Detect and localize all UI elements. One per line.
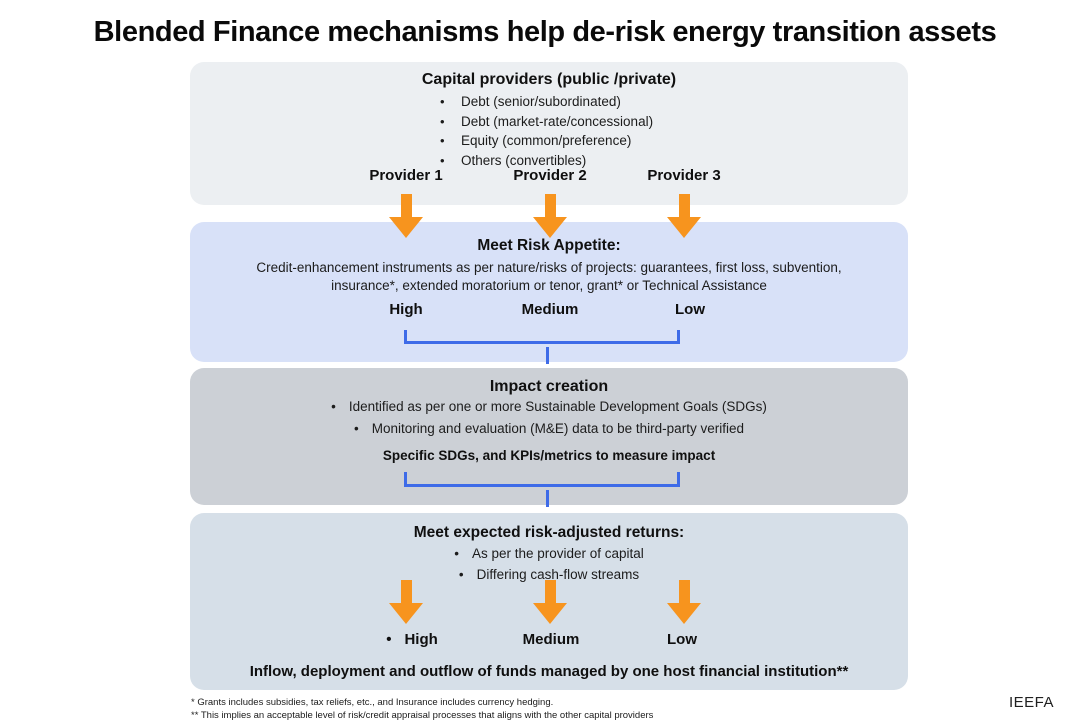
impact-creation-box: Impact creation Identified as per one or…	[190, 368, 908, 505]
arrow-stem	[400, 194, 412, 217]
arrow-head	[667, 603, 701, 624]
down-arrow-icon	[389, 580, 423, 624]
capital-bullet-item: Debt (senior/subordinated)	[440, 92, 653, 112]
down-arrow-icon	[533, 580, 567, 624]
capital-bullet-item: Debt (market-rate/concessional)	[440, 112, 653, 132]
arrow-head	[533, 217, 567, 238]
capital-bullet-item: Equity (common/preference)	[440, 131, 653, 151]
returns-bullet-text: As per the provider of capital	[454, 546, 644, 561]
arrow-stem	[544, 194, 556, 217]
impact-bullet-text: Identified as per one or more Sustainabl…	[331, 399, 767, 414]
page-title: Blended Finance mechanisms help de-risk …	[93, 16, 997, 48]
risk-appetite-box: Meet Risk Appetite: Credit-enhancement i…	[190, 222, 908, 362]
impact-bullet-text: Monitoring and evaluation (M&E) data to …	[354, 421, 744, 436]
provider-1-label: Provider 1	[369, 167, 443, 184]
returns-footer: Inflow, deployment and outflow of funds …	[249, 663, 849, 680]
capital-heading: Capital providers (public /private)	[421, 71, 677, 88]
arrow-head	[667, 217, 701, 238]
down-arrow-icon	[667, 194, 701, 238]
risk-description: Credit-enhancement instruments as per na…	[256, 260, 842, 293]
risk-adjusted-returns-box: Meet expected risk-adjusted returns: As …	[190, 513, 908, 690]
arrow-head	[389, 217, 423, 238]
returns-bullet-item: As per the provider of capital	[190, 546, 908, 561]
down-arrow-icon	[389, 194, 423, 238]
capital-bullet-list: Debt (senior/subordinated) Debt (market-…	[440, 92, 653, 170]
down-arrow-icon	[533, 194, 567, 238]
footnote-2: ** This implies an acceptable level of r…	[191, 709, 654, 721]
returns-bullet-text: Differing cash-flow streams	[459, 567, 639, 582]
arrow-stem	[678, 580, 690, 603]
provider-2-label: Provider 2	[513, 167, 587, 184]
bracket-stem	[546, 347, 549, 364]
capital-bullet-item: Others (convertibles)	[440, 151, 653, 171]
provider-3-label: Provider 3	[647, 167, 721, 184]
impact-heading: Impact creation	[489, 378, 609, 395]
bracket-connector	[404, 472, 680, 487]
returns-level-medium: Medium	[522, 631, 580, 648]
impact-note: Specific SDGs, and KPIs/metrics to measu…	[382, 448, 716, 463]
down-arrow-icon	[667, 580, 701, 624]
arrow-head	[533, 603, 567, 624]
bracket-connector	[404, 330, 680, 344]
footnotes: * Grants includes subsidies, tax reliefs…	[191, 697, 653, 722]
risk-level-medium: Medium	[521, 301, 579, 318]
capital-providers-box: Capital providers (public /private) Debt…	[190, 62, 908, 205]
bracket-stem	[546, 490, 549, 507]
arrow-stem	[544, 580, 556, 603]
impact-bullet-item: Monitoring and evaluation (M&E) data to …	[190, 421, 908, 436]
returns-heading: Meet expected risk-adjusted returns:	[413, 524, 685, 541]
footnote-1: * Grants includes subsidies, tax reliefs…	[191, 697, 554, 708]
returns-level-low: Low	[667, 631, 697, 648]
risk-level-high: High	[389, 301, 423, 318]
ieefa-logo: IEEFA	[1009, 694, 1055, 711]
impact-bullet-item: Identified as per one or more Sustainabl…	[190, 399, 908, 414]
arrow-stem	[400, 580, 412, 603]
arrow-head	[389, 603, 423, 624]
risk-level-low: Low	[675, 301, 705, 318]
arrow-stem	[678, 194, 690, 217]
returns-bullet-item: Differing cash-flow streams	[190, 567, 908, 582]
risk-heading: Meet Risk Appetite:	[477, 237, 621, 254]
returns-level-high: High	[386, 631, 437, 648]
